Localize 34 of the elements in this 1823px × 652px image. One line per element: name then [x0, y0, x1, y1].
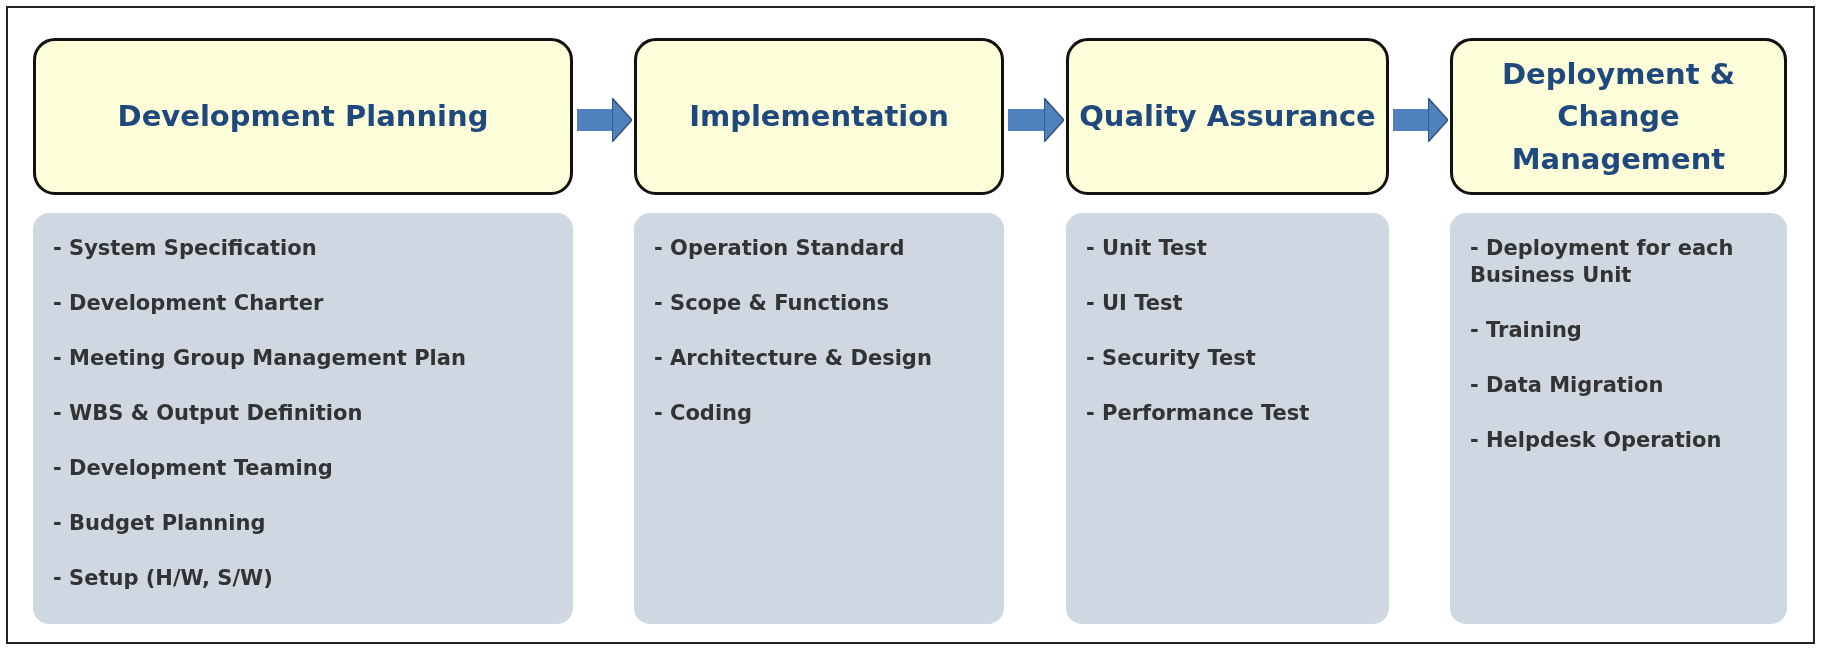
- task-item: - WBS & Output Definition: [53, 400, 364, 427]
- phase-box: [1450, 38, 1787, 195]
- phase-title: Deployment & Change Management: [1500, 56, 1737, 178]
- task-item: - Deployment for each Business Unit: [1470, 235, 1735, 289]
- phase-title: Implementation: [688, 98, 950, 136]
- task-item: - Data Migration: [1470, 372, 1665, 399]
- task-panel: [33, 213, 573, 624]
- task-item: - Operation Standard: [654, 235, 906, 262]
- task-item: - Development Charter: [53, 290, 325, 317]
- task-item: - Budget Planning: [53, 510, 267, 537]
- task-item: - Unit Test: [1086, 235, 1208, 262]
- task-item: - Meeting Group Management Plan: [53, 345, 467, 372]
- block-arrow: [1393, 97, 1449, 143]
- task-panel: [1450, 213, 1787, 624]
- phase-box: [634, 38, 1004, 195]
- task-item: - Coding: [654, 400, 754, 427]
- task-item: - Setup (H/W, S/W): [53, 565, 274, 592]
- phase-box: [33, 38, 573, 195]
- task-item: - Scope & Functions: [654, 290, 890, 317]
- task-item: - System Specification: [53, 235, 318, 262]
- phase-box: [1066, 38, 1389, 195]
- phase-title: Quality Assurance: [1078, 98, 1377, 136]
- task-panel: [634, 213, 1004, 624]
- phase-title: Development Planning: [116, 98, 490, 136]
- task-panel: [1066, 213, 1389, 624]
- task-item: - Development Teaming: [53, 455, 334, 482]
- task-item: - Training: [1470, 317, 1583, 344]
- block-arrow: [577, 97, 633, 143]
- task-item: - Performance Test: [1086, 400, 1311, 427]
- task-item: - UI Test: [1086, 290, 1184, 317]
- task-item: - Helpdesk Operation: [1470, 427, 1723, 454]
- block-arrow: [1008, 97, 1065, 143]
- task-item: - Architecture & Design: [654, 345, 933, 372]
- task-item: - Security Test: [1086, 345, 1257, 372]
